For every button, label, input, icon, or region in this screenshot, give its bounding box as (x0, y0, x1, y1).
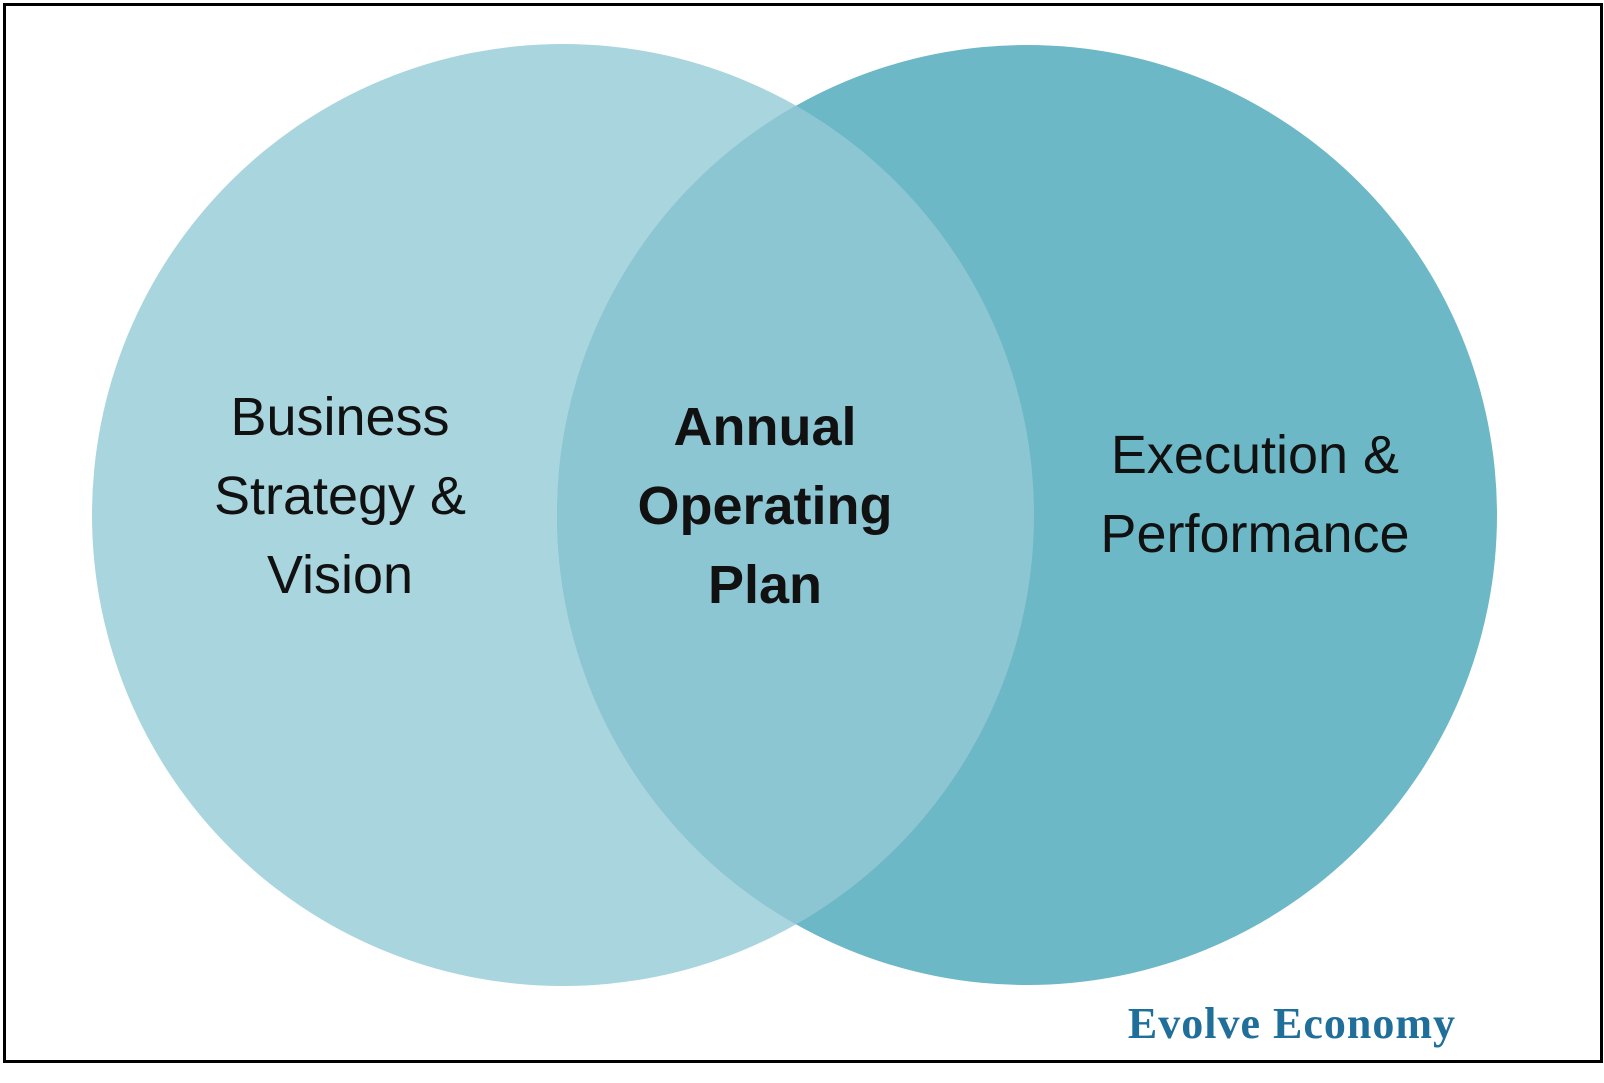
intersection-region (557, 45, 1034, 985)
center-label-line-1: Annual (673, 397, 857, 457)
left-circle-label: Business Strategy & Vision (190, 378, 490, 615)
intersection-label: Annual Operating Plan (605, 388, 925, 625)
right-label-line-1: Execution & (1110, 425, 1400, 485)
center-label-line-2: Operating (637, 476, 893, 536)
center-label-line-3: Plan (707, 555, 823, 615)
left-label-line-2: Strategy & (213, 466, 467, 526)
right-label-line-2: Performance (1100, 504, 1410, 564)
brand-watermark: Evolve Economy (1127, 999, 1456, 1048)
left-label-line-3: Vision (266, 545, 414, 605)
right-circle-label: Execution & Performance (1055, 416, 1455, 574)
left-label-line-1: Business (230, 387, 450, 447)
